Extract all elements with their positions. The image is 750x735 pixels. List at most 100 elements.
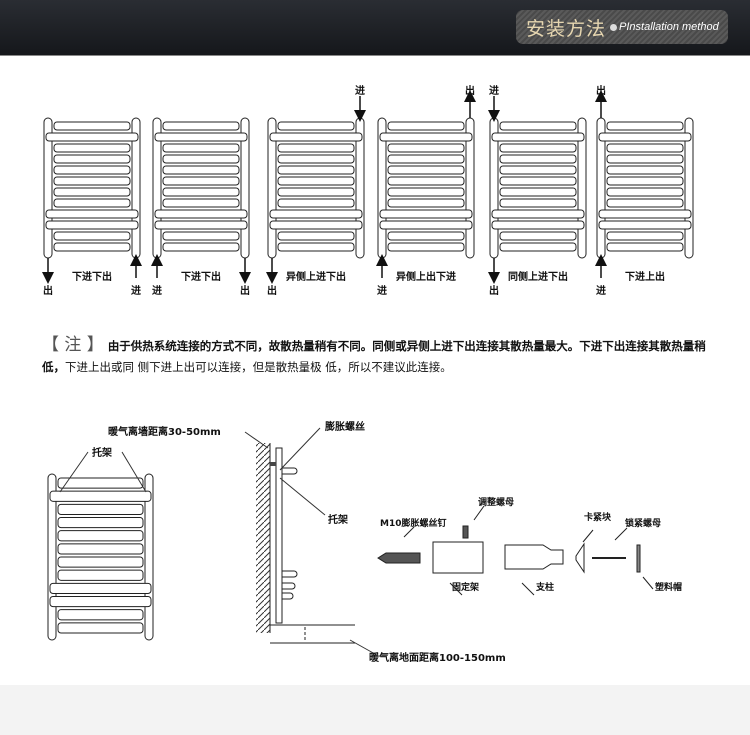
- m10-screw-part: [377, 552, 421, 564]
- plastic-cap-label: 塑料帽: [655, 581, 682, 593]
- config-label: 异侧上出下进: [396, 270, 456, 283]
- radiator-bar: [379, 209, 473, 219]
- adjust-nut-part: [462, 525, 469, 539]
- bullet-icon: [610, 23, 618, 31]
- outlet-label: 出: [43, 284, 53, 297]
- radiator-bar: [57, 517, 144, 529]
- radiator-bar: [53, 187, 131, 197]
- leader-lines: [59, 451, 147, 493]
- fixed-frame-label: 固定架: [452, 581, 479, 593]
- radiator-bar: [277, 143, 355, 153]
- radiator-bar: [499, 176, 577, 186]
- radiator-bar: [606, 242, 684, 252]
- radiator-bar: [499, 143, 577, 153]
- radiator-bar: [53, 121, 131, 131]
- radiator-bar: [379, 220, 473, 230]
- radiator-bar: [387, 231, 465, 241]
- radiator-bar: [277, 242, 355, 252]
- radiator-bar: [154, 132, 248, 142]
- radiator-bar: [606, 176, 684, 186]
- bracket-front-label: 托架: [92, 446, 112, 459]
- radiator-bar: [162, 165, 240, 175]
- radiator-bar: [499, 187, 577, 197]
- radiator-bar: [269, 220, 363, 230]
- outlet-label: 出: [489, 284, 499, 297]
- inlet-label: 进: [377, 284, 387, 297]
- radiator-bar: [57, 530, 144, 542]
- m10-screw-label: M10膨胀螺丝钉: [380, 517, 446, 529]
- radiator-bar: [387, 154, 465, 164]
- radiator-bar: [49, 490, 152, 502]
- pillar-label: 支柱: [535, 581, 554, 593]
- radiator-bar: [606, 154, 684, 164]
- radiator-bar: [277, 198, 355, 208]
- radiator-bar: [598, 209, 692, 219]
- lock-nut-label: 锁紧螺母: [625, 517, 661, 529]
- outlet-label: 出: [267, 284, 277, 297]
- inlet-label: 进: [355, 84, 365, 97]
- radiator-bar: [162, 154, 240, 164]
- radiator-bar: [277, 187, 355, 197]
- fixed-frame-part: [432, 541, 484, 574]
- radiator-bar: [154, 209, 248, 219]
- inlet-label: 进: [489, 84, 499, 97]
- radiator-bar: [387, 121, 465, 131]
- radiator-bar: [162, 231, 240, 241]
- radiator-bar: [387, 242, 465, 252]
- config-label: 异侧上进下出: [286, 270, 346, 283]
- radiator-bar: [606, 187, 684, 197]
- radiator-bar: [57, 569, 144, 581]
- radiator-bar: [45, 209, 139, 219]
- config-label: 下进上出: [625, 270, 665, 283]
- config-label: 同侧上进下出: [508, 270, 568, 283]
- radiator-bar: [269, 209, 363, 219]
- radiator-bar: [162, 242, 240, 252]
- radiator-bar: [491, 132, 585, 142]
- radiator-bar: [491, 220, 585, 230]
- clamp-block-label: 卡紧块: [584, 511, 612, 523]
- note-bold-text: 由于供热系统连接的方式不同，故散热量稍有不同。同侧或异侧上进下出连接其散热量最大…: [42, 339, 706, 374]
- header-bar: 安装方法 PInstallation method: [0, 0, 750, 56]
- radiator-bar: [53, 242, 131, 252]
- config-2: 下进下出进出: [151, 117, 251, 297]
- config-1: 下进下出出进: [42, 117, 142, 297]
- radiator-bar: [379, 132, 473, 142]
- radiator-bar: [387, 187, 465, 197]
- wall-distance-label: 暖气离墙距离30-50mm: [108, 425, 221, 438]
- radiator-bar: [606, 198, 684, 208]
- outlet-label: 出: [596, 84, 606, 97]
- inlet-label: 进: [596, 284, 606, 297]
- radiator-bar: [606, 165, 684, 175]
- plastic-cap-part: [636, 544, 641, 573]
- section-title-badge: 安装方法 PInstallation method: [516, 10, 728, 44]
- pillar-part: [504, 544, 564, 570]
- outlet-label: 出: [465, 84, 475, 97]
- radiator-bar: [162, 176, 240, 186]
- note-normal-text: 下进上出或同 侧下进上出可以连接，但是散热量极 低，所以不建议此连接。: [65, 360, 452, 374]
- inlet-label: 进: [152, 284, 162, 297]
- radiator-bar: [499, 231, 577, 241]
- radiator-bar: [162, 121, 240, 131]
- radiator-bar: [491, 209, 585, 219]
- radiator-bar: [269, 132, 363, 142]
- radiator-bar: [57, 543, 144, 555]
- radiator-bar: [57, 477, 144, 489]
- radiator-bar: [162, 198, 240, 208]
- connection-note: 【 注 】由于供热系统连接的方式不同，故散热量稍有不同。同侧或异侧上进下出连接其…: [42, 335, 722, 378]
- radiator-bar: [53, 198, 131, 208]
- connection-configs: 下进下出出进下进下出进出异侧上进下出出进异侧上出下进进出同侧上进下出出进下进上出…: [42, 84, 694, 297]
- radiator-bar: [53, 231, 131, 241]
- radiator-bar: [45, 220, 139, 230]
- radiator-bar: [277, 176, 355, 186]
- radiator-bar: [277, 231, 355, 241]
- wall-hatch: [256, 443, 270, 633]
- radiator-bar: [387, 143, 465, 153]
- radiator-bar: [277, 154, 355, 164]
- adjust-nut-label: 调整螺母: [478, 496, 514, 508]
- radiator-bar: [57, 503, 144, 516]
- inlet-label: 进: [131, 284, 141, 297]
